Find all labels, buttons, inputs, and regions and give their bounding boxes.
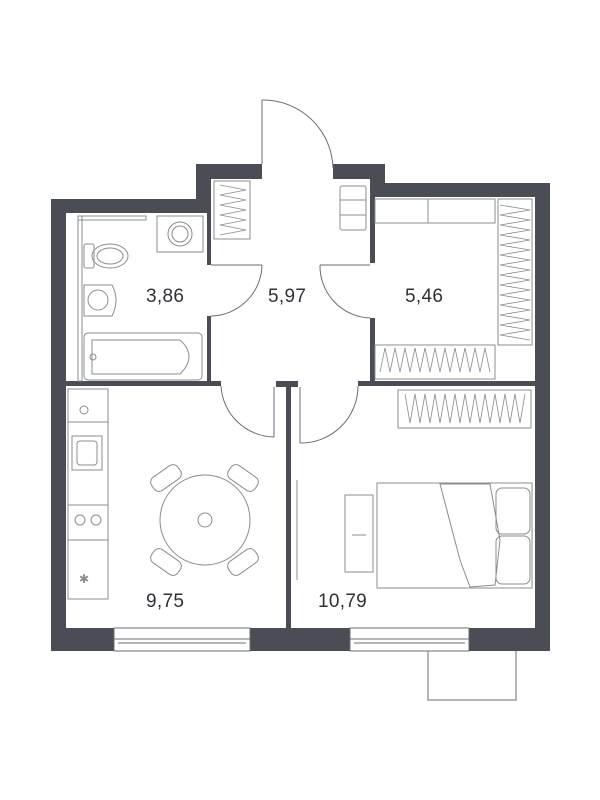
exterior-walls [51, 164, 550, 651]
bathroom-fixtures [77, 215, 204, 382]
doors [210, 99, 371, 444]
svg-text:✱: ✱ [79, 572, 89, 586]
kitchen-area: 9,75 [146, 591, 184, 612]
kitchen-fixtures: ✱ [67, 388, 259, 600]
hallway-area: 5,97 [268, 286, 306, 307]
interior-walls [66, 197, 535, 628]
wardrobe-room-fixtures [374, 198, 533, 380]
room-area-labels: 3,86 5,97 5,46 9,75 10,79 [146, 286, 443, 612]
bedroom-fixtures [296, 389, 533, 589]
balcony [427, 651, 517, 701]
wardrobe-room-area: 5,46 [405, 286, 443, 307]
bedroom-area: 10,79 [318, 591, 367, 612]
hallway-fixtures [213, 180, 367, 240]
bathroom-area: 3,86 [146, 286, 184, 307]
windows [113, 627, 470, 652]
